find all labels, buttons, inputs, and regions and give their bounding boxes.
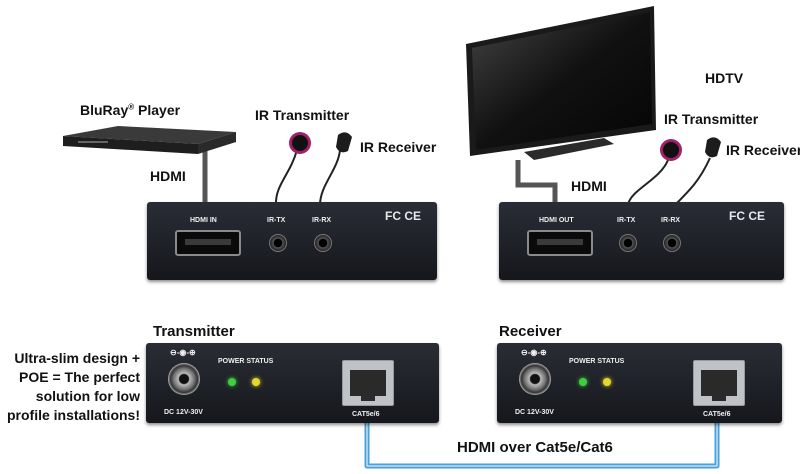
dc-label-left: DC 12V-30V bbox=[164, 409, 203, 416]
power-status-label-right: POWER STATUS bbox=[569, 358, 625, 365]
ir-rx-jack-left[interactable] bbox=[314, 234, 332, 252]
bluray-label: BluRay® Player bbox=[80, 102, 181, 118]
cat-port-right[interactable] bbox=[693, 360, 745, 406]
dc-power-jack-right[interactable] bbox=[519, 363, 551, 395]
ir-receiver-cable-left bbox=[319, 149, 341, 206]
ir-transmitter-label-right: IR Transmitter bbox=[664, 111, 759, 127]
hdtv bbox=[464, 4, 664, 174]
polarity-symbol-right: ⊖-◉-⊕ bbox=[521, 348, 547, 357]
transmitter-front-panel: HDMI IN IR-TX IR-RX FC CE bbox=[147, 202, 437, 280]
ir-receiver-cable-right bbox=[674, 157, 711, 206]
ir-rx-label-left: IR-RX bbox=[312, 217, 332, 224]
ir-receiver-label-right: IR Receiver bbox=[726, 142, 800, 158]
cat-label-left: CAT5e/6 bbox=[352, 411, 380, 418]
cable-caption: HDMI over Cat5e/Cat6 bbox=[457, 439, 613, 456]
status-led-left bbox=[252, 378, 260, 386]
ir-transmitter-label-left: IR Transmitter bbox=[255, 107, 350, 123]
hdmi-label-left: HDMI bbox=[150, 168, 186, 184]
tv-icon bbox=[466, 6, 656, 160]
bluray-player bbox=[58, 124, 238, 154]
status-led-right bbox=[603, 378, 611, 386]
ir-transmitter-cable-left bbox=[274, 149, 298, 206]
dc-power-jack-left[interactable] bbox=[168, 363, 200, 395]
receiver-title: Receiver bbox=[499, 323, 562, 340]
ir-rx-jack-right[interactable] bbox=[663, 234, 681, 252]
fc-ce-mark-left: FC CE bbox=[385, 209, 421, 223]
tagline: Ultra-slim design + POE = The perfect so… bbox=[6, 350, 140, 423]
receiver-back-panel: ⊖-◉-⊕ DC 12V-30V POWER STATUS CAT5e/6 bbox=[497, 343, 782, 423]
ir-tx-label-right: IR-TX bbox=[617, 217, 636, 224]
dc-label-right: DC 12V-30V bbox=[515, 409, 554, 416]
ir-tx-jack-left[interactable] bbox=[269, 234, 287, 252]
hdmi-in-label: HDMI IN bbox=[190, 217, 217, 224]
ir-transmitter-cable-right bbox=[627, 159, 669, 206]
transmitter-title: Transmitter bbox=[153, 323, 235, 340]
polarity-symbol-left: ⊖-◉-⊕ bbox=[170, 348, 196, 357]
ir-tx-jack-right[interactable] bbox=[619, 234, 637, 252]
transmitter-back-panel: ⊖-◉-⊕ DC 12V-30V POWER STATUS CAT5e/6 bbox=[146, 343, 439, 423]
hdmi-out-port[interactable] bbox=[527, 230, 593, 256]
ir-receiver-label-left: IR Receiver bbox=[360, 139, 437, 155]
bluray-player-icon bbox=[63, 126, 236, 154]
fc-ce-mark-right: FC CE bbox=[729, 209, 765, 223]
power-status-label-left: POWER STATUS bbox=[218, 358, 274, 365]
ir-tx-label-left: IR-TX bbox=[267, 217, 286, 224]
power-led-right bbox=[579, 378, 587, 386]
ir-rx-label-right: IR-RX bbox=[661, 217, 681, 224]
hdmi-in-port[interactable] bbox=[175, 230, 241, 256]
receiver-front-panel: HDMI OUT IR-TX IR-RX FC CE bbox=[499, 202, 784, 280]
cat-port-left[interactable] bbox=[342, 360, 394, 406]
hdtv-label: HDTV bbox=[705, 70, 744, 86]
hdmi-cable-right bbox=[515, 160, 558, 205]
hdmi-out-label: HDMI OUT bbox=[539, 217, 574, 224]
power-led-left bbox=[228, 378, 236, 386]
cat-label-right: CAT5e/6 bbox=[703, 411, 731, 418]
hdmi-label-right: HDMI bbox=[571, 178, 607, 194]
